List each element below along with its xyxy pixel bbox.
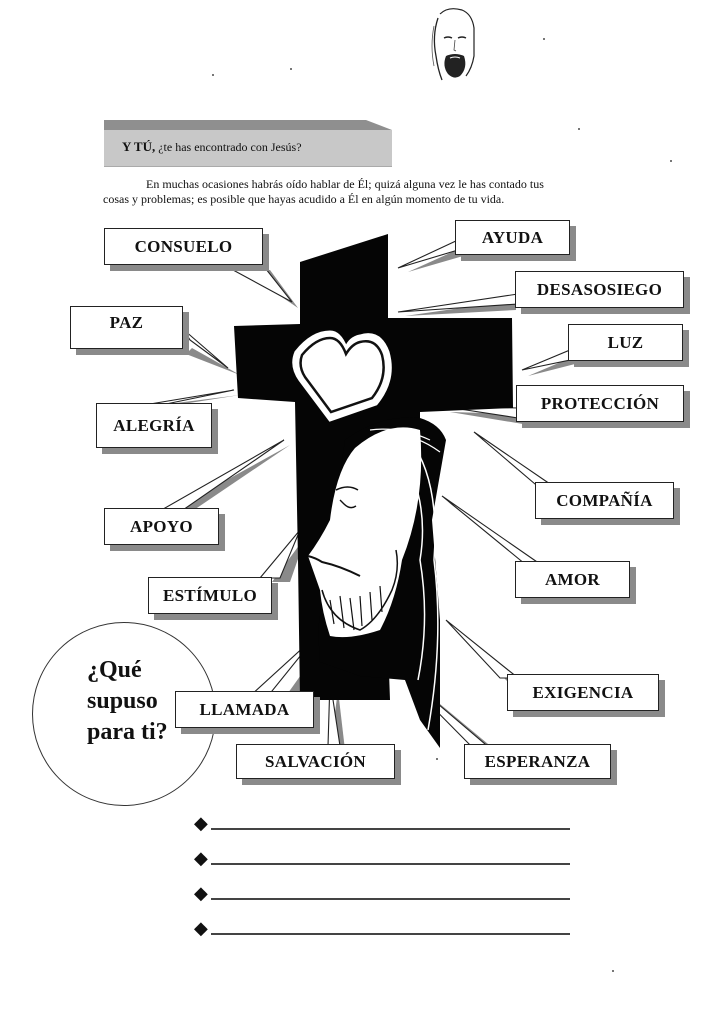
scan-speck bbox=[212, 74, 214, 76]
answer-line-4[interactable]: ◆ bbox=[194, 919, 574, 939]
label-ayuda: AYUDA bbox=[455, 220, 570, 255]
label-luz: LUZ bbox=[568, 324, 683, 361]
scan-speck bbox=[612, 970, 614, 972]
question-line-2: supuso bbox=[87, 688, 158, 714]
scan-speck bbox=[670, 160, 672, 162]
label-amor: AMOR bbox=[515, 561, 630, 598]
answer-underline bbox=[211, 828, 570, 830]
answer-underline bbox=[211, 898, 570, 900]
jesus-profile-illustration bbox=[307, 417, 446, 748]
question-line-3: para ti? bbox=[87, 719, 168, 745]
answer-line-3[interactable]: ◆ bbox=[194, 884, 574, 904]
title-banner: Y TÚ, ¿te has encontrado con Jesús? bbox=[100, 120, 392, 168]
answer-underline bbox=[211, 863, 570, 865]
scan-speck bbox=[543, 38, 545, 40]
diamond-bullet-icon: ◆ bbox=[194, 918, 208, 938]
scan-speck bbox=[578, 128, 580, 130]
label-proteccion: PROTECCIÓN bbox=[516, 385, 684, 422]
heart-icon bbox=[292, 330, 392, 422]
intro-line-2: cosas y problemas; es posible que hayas … bbox=[103, 192, 505, 206]
diamond-bullet-icon: ◆ bbox=[194, 883, 208, 903]
label-exigencia: EXIGENCIA bbox=[507, 674, 659, 711]
banner-face bbox=[104, 130, 392, 167]
banner-title-question: ¿te has encontrado con Jesús? bbox=[155, 140, 302, 154]
label-esperanza: ESPERANZA bbox=[464, 744, 611, 779]
label-estimulo: ESTÍMULO bbox=[148, 577, 272, 614]
label-llamada: LLAMADA bbox=[175, 691, 314, 728]
scan-speck bbox=[290, 68, 292, 70]
scan-speck bbox=[436, 758, 438, 760]
jesus-portrait-icon bbox=[431, 8, 475, 81]
banner-bevel bbox=[104, 120, 392, 130]
diamond-bullet-icon: ◆ bbox=[194, 848, 208, 868]
diamond-bullet-icon: ◆ bbox=[194, 813, 208, 833]
intro-line-1: En muchas ocasiones habrás oído hablar d… bbox=[146, 177, 544, 191]
answer-line-2[interactable]: ◆ bbox=[194, 849, 574, 869]
banner-title: Y TÚ, ¿te has encontrado con Jesús? bbox=[122, 139, 302, 155]
label-compania: COMPAÑÍA bbox=[535, 482, 674, 519]
label-alegria: ALEGRÍA bbox=[96, 403, 212, 448]
question-line-1: ¿Qué bbox=[87, 657, 142, 683]
answer-line-1[interactable]: ◆ bbox=[194, 814, 574, 834]
answer-underline bbox=[211, 933, 570, 935]
label-consuelo: CONSUELO bbox=[104, 228, 263, 265]
intro-paragraph: En muchas ocasiones habrás oído hablar d… bbox=[103, 177, 663, 207]
banner-title-bold: Y TÚ, bbox=[122, 139, 156, 154]
label-apoyo: APOYO bbox=[104, 508, 219, 545]
label-desasosiego: DESASOSIEGO bbox=[515, 271, 684, 308]
label-paz: PAZ bbox=[70, 306, 183, 349]
question-text: ¿Qué supuso para ti? bbox=[87, 655, 168, 748]
label-salvacion: SALVACIÓN bbox=[236, 744, 395, 779]
